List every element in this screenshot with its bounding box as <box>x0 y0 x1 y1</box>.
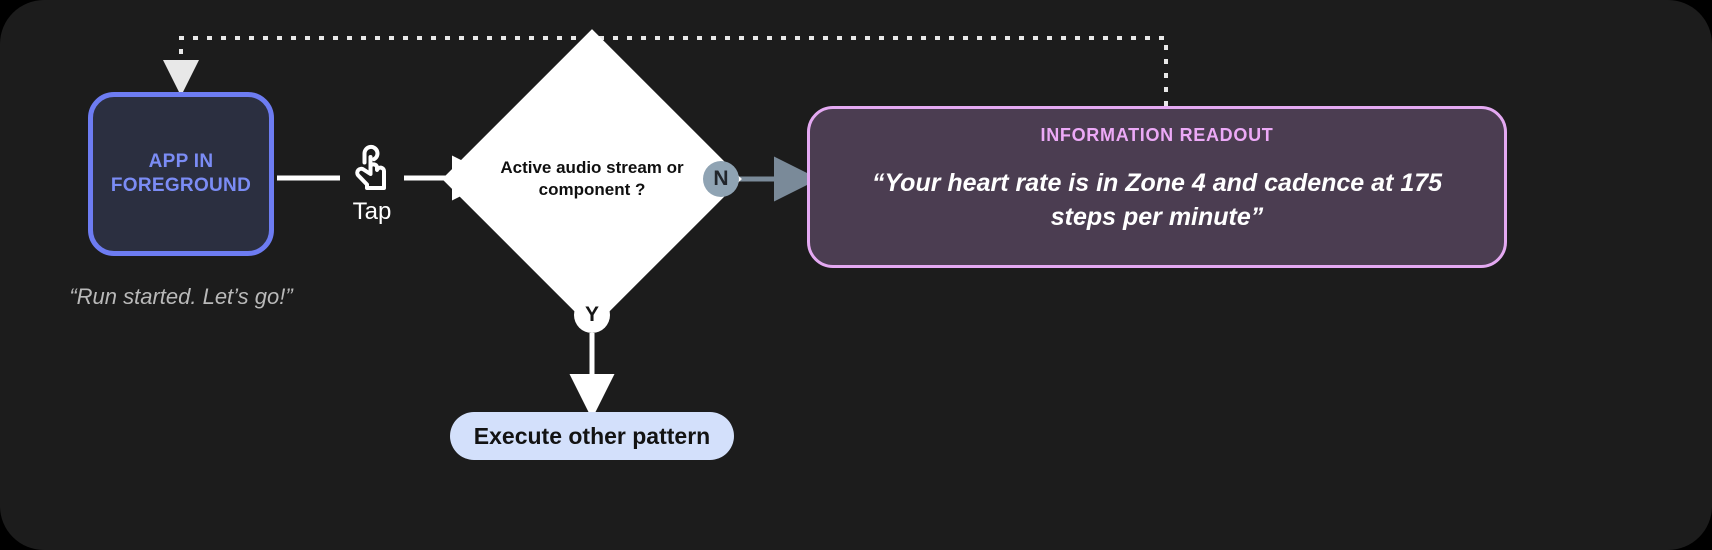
branch-badge-yes-label: Y <box>584 303 599 326</box>
decision-label: Active audio stream or component ? <box>486 73 698 285</box>
readout-title: INFORMATION READOUT <box>1040 125 1274 145</box>
readout-body: “Your heart rate is in Zone 4 and cadenc… <box>871 169 1443 231</box>
node-app-in-foreground[interactable]: APP IN FOREGROUND <box>88 92 274 256</box>
node-information-readout[interactable]: INFORMATION READOUT “Your heart rate is … <box>807 106 1507 268</box>
app-node-label: APP IN FOREGROUND <box>110 150 252 196</box>
node-execute-other-pattern[interactable]: Execute other pattern <box>450 412 734 460</box>
node-decision-audio-stream[interactable]: Active audio stream or component ? <box>442 29 742 329</box>
branch-badge-no-label: N <box>713 167 729 190</box>
gesture-tap[interactable]: Tap <box>330 142 414 226</box>
branch-badge-no: N <box>703 161 739 197</box>
app-node-caption: “Run started. Let’s go!” <box>69 284 293 309</box>
execute-pill-label: Execute other pattern <box>473 422 711 449</box>
branch-badge-yes: Y <box>574 297 610 333</box>
tap-label: Tap <box>352 198 392 225</box>
tap-hand-icon <box>330 142 414 194</box>
decision-label-text: Active audio stream or component ? <box>500 157 684 199</box>
